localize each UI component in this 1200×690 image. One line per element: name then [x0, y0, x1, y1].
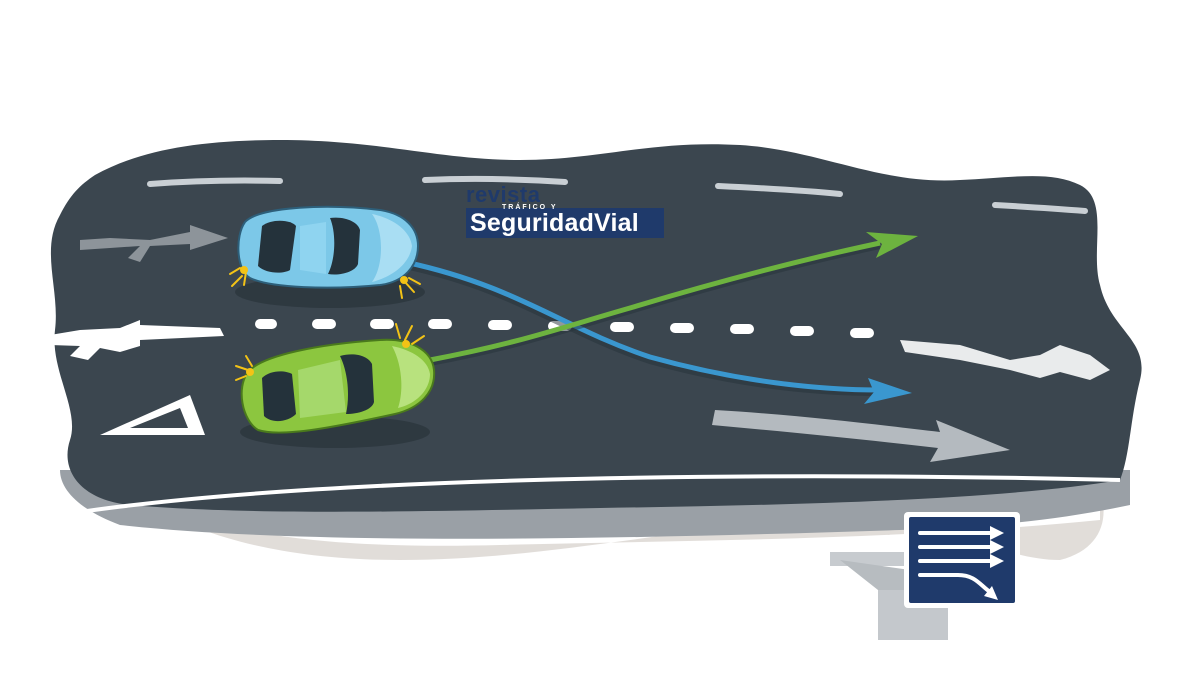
- lane-dash: [715, 183, 843, 197]
- lane-dash: [992, 202, 1088, 214]
- edge-line: [79, 474, 1121, 514]
- lane-direction-sign-icon: [918, 531, 994, 594]
- yield-marking: [100, 395, 205, 435]
- lane-change-arrow-icon: [80, 225, 228, 262]
- logo-trafico: TRÁFICO Y: [502, 204, 558, 211]
- lane-direction-arrow: [712, 410, 1010, 462]
- lane-direction-sign: [830, 512, 1020, 640]
- lane-direction-arrow: [900, 340, 1110, 380]
- lane-change-arrow-icon: [864, 378, 912, 404]
- lane-change-arrow-icon: [50, 320, 224, 360]
- green-car: [235, 323, 436, 448]
- logo-revista: revista: [466, 182, 541, 207]
- logo-band: [466, 208, 664, 238]
- lane-dash: [147, 177, 283, 187]
- blue-car: [229, 205, 425, 308]
- logo-seguridad-vial: SeguridadVial: [470, 209, 639, 237]
- green-car-path: [429, 240, 881, 363]
- lane-dash: [422, 175, 568, 185]
- magazine-logo: revista TRÁFICO Y SeguridadVial: [464, 184, 664, 244]
- lane-change-arrow-icon: [866, 232, 918, 258]
- center-lane-line: [255, 319, 874, 338]
- blue-car-path: [404, 259, 881, 393]
